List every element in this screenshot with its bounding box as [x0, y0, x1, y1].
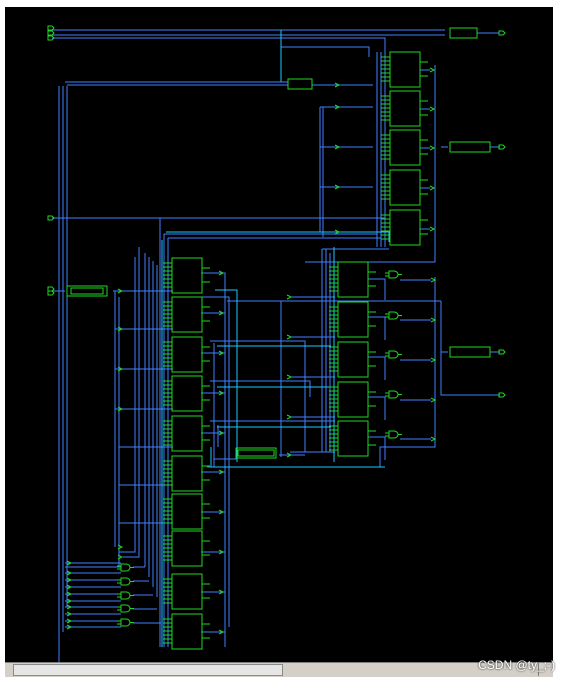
input-port [47, 25, 55, 31]
horizontal-scrollbar[interactable] [5, 662, 553, 677]
gate-cell [116, 604, 135, 613]
register-cells[interactable] [162, 51, 429, 650]
register-cell [328, 420, 377, 457]
buffer-cells[interactable] [66, 27, 491, 459]
register-cell [162, 336, 211, 373]
scroll-right-button[interactable] [538, 663, 553, 676]
gate-cell [384, 270, 403, 279]
gate-cell [116, 591, 135, 600]
gate-cell [116, 577, 135, 586]
register-cell [162, 257, 211, 294]
input-port [47, 290, 55, 296]
buffer-cell-inner [237, 449, 275, 457]
buffer-cell [449, 141, 491, 153]
gate-cell [384, 390, 403, 399]
register-cell [328, 341, 377, 378]
gate-cell [384, 430, 403, 439]
buffer-cell [287, 78, 313, 90]
watermark-text: CSDN @ty_;-) [478, 658, 555, 672]
pin-markers [66, 67, 436, 635]
scroll-thumb[interactable] [13, 664, 283, 676]
buffer-cell [235, 447, 277, 459]
highlighted-nets [161, 30, 390, 647]
register-cell [328, 381, 377, 418]
buffer-cell-inner [70, 287, 104, 295]
buffer-cell [66, 285, 108, 297]
gate-cell [116, 618, 135, 627]
input-port [47, 286, 55, 292]
schematic-canvas[interactable] [5, 7, 553, 662]
gate-cell [384, 311, 403, 320]
register-cell [328, 301, 377, 338]
buffer-cell [449, 346, 491, 358]
output-port [498, 30, 506, 36]
buffer-cell [449, 27, 478, 39]
register-cell [162, 296, 211, 333]
register-cell [162, 530, 211, 567]
register-cell [162, 455, 211, 492]
netlist-schematic[interactable] [5, 7, 553, 662]
register-cell [380, 209, 429, 246]
gate-cell [384, 350, 403, 359]
input-port [47, 30, 55, 36]
